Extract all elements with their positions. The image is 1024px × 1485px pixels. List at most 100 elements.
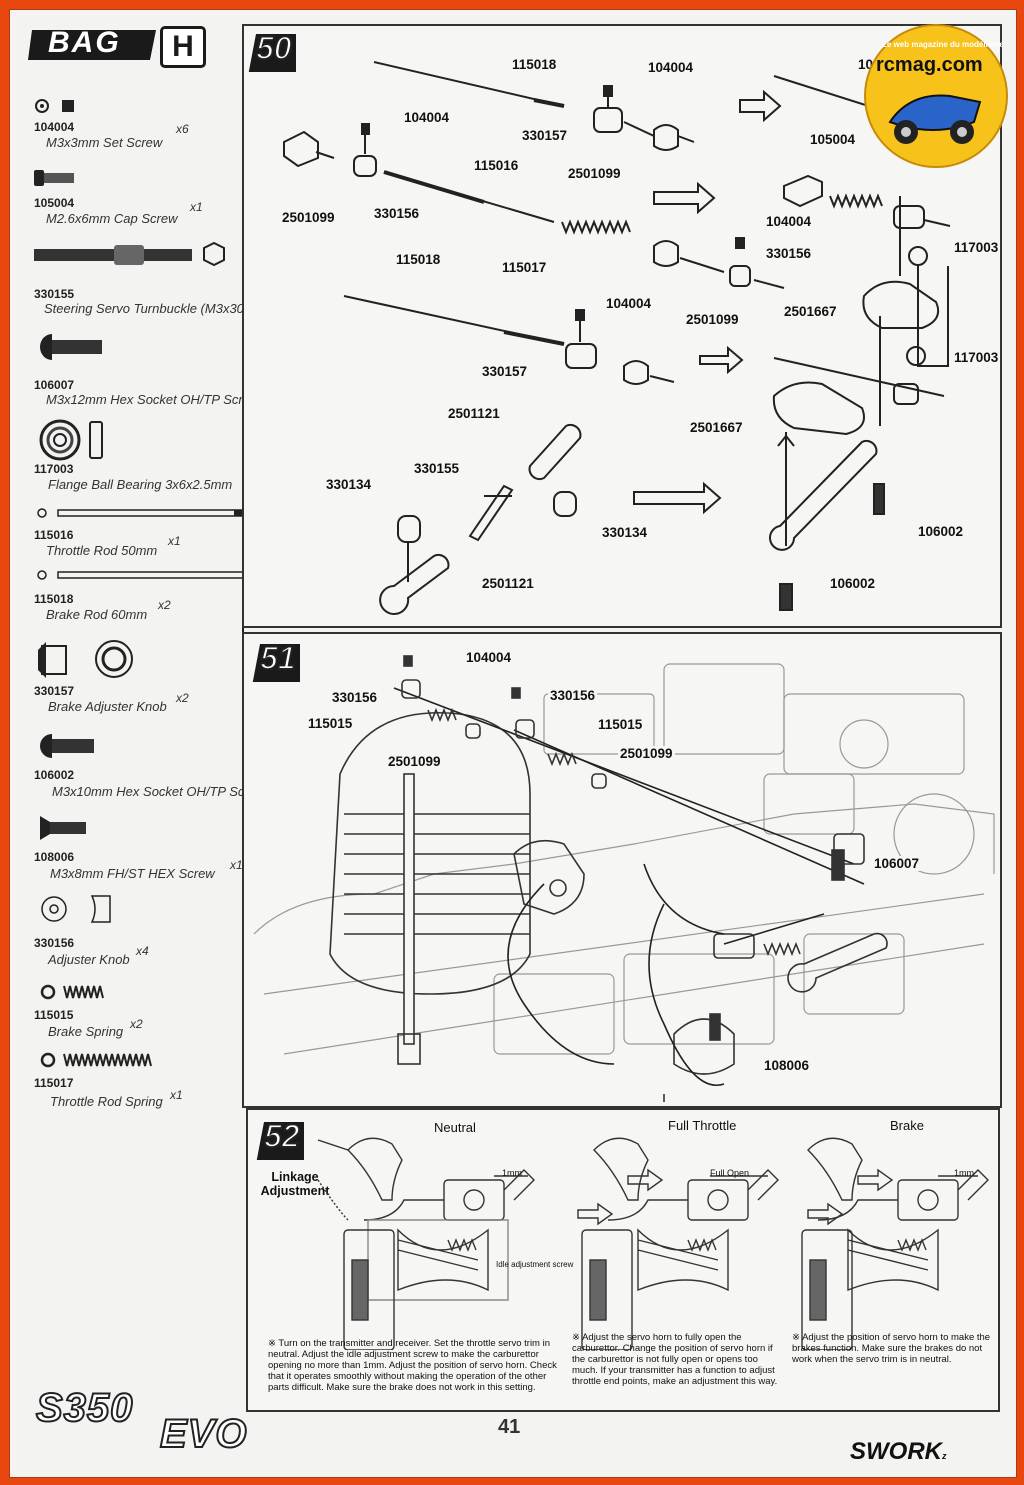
adjuster-knob-icon	[41, 895, 111, 923]
brand-logo-suffix: z	[942, 1451, 947, 1461]
callout-label: 330157	[520, 128, 570, 143]
callout-label: 330155	[412, 461, 462, 476]
callout-label: 330156	[372, 206, 422, 221]
callout-label: 2501667	[782, 304, 839, 319]
bag-label: BAG	[48, 26, 121, 59]
part-number: 106002	[34, 768, 75, 782]
watermark-site: rcmag.com	[876, 54, 983, 76]
callout-label: 330156	[330, 690, 380, 705]
part-quantity: x2	[176, 691, 189, 705]
brake-knob-icon	[38, 640, 133, 678]
idle-screw-label: Idle adjustment screw	[496, 1260, 574, 1269]
part-number: 117003	[34, 462, 74, 476]
part-number: 104004	[34, 120, 75, 134]
callout-label: 104004	[604, 296, 654, 311]
callout-label: 330134	[324, 477, 374, 492]
model-name-part-2: EVO	[159, 1411, 248, 1457]
part-number: 115015	[34, 1008, 74, 1022]
callout-label: 115015	[596, 717, 645, 732]
step-52-title: Linkage Adjustment	[260, 1170, 330, 1198]
bearing-icon	[39, 419, 103, 461]
bag-header-stripes	[28, 30, 156, 60]
callout-label: 115015	[306, 716, 355, 731]
callout-label: 106007	[872, 856, 922, 871]
callout-label: 104004	[464, 650, 514, 665]
part-description: M3x12mm Hex Socket OH/TP Screw(HT)	[46, 392, 286, 407]
part-quantity: x2	[158, 598, 171, 612]
part-number: 115017	[34, 1076, 74, 1090]
part-number: 115016	[34, 528, 74, 542]
callout-label: 330156	[548, 688, 598, 703]
callout-label: 115018	[394, 252, 443, 267]
callout-label: 115017	[500, 260, 549, 275]
hex-screw-short-icon	[40, 734, 94, 758]
step-51-diagram	[253, 655, 995, 1102]
part-description: Throttle Rod Spring	[50, 1094, 163, 1109]
callout-label: 2501099	[566, 166, 623, 181]
callout-label: 117003	[952, 240, 1001, 255]
hex-screw-icon	[40, 334, 102, 360]
step-52-diagrams	[317, 1137, 989, 1350]
callout-label: 105004	[808, 132, 858, 147]
callout-label: 2501121	[446, 406, 502, 421]
part-quantity: x4	[136, 944, 149, 958]
callout-label: 104004	[764, 214, 814, 229]
flat-head-screw-icon	[40, 816, 86, 840]
page-number: 41	[498, 1416, 521, 1438]
callout-label: 330156	[764, 246, 814, 261]
part-description: Steering Servo Turnbuckle (M3x30mm)	[44, 301, 270, 316]
part-number: 330157	[34, 684, 75, 698]
part-description: Adjuster Knob	[48, 952, 130, 967]
column-title-brake: Brake	[890, 1118, 924, 1133]
part-quantity: x1	[230, 858, 243, 872]
dimension-label: 1mm	[502, 1168, 522, 1178]
throttle-rod-icon	[37, 508, 259, 518]
part-description: M2.6x6mm Cap Screw	[46, 211, 178, 226]
part-description: Throttle Rod 50mm	[46, 543, 158, 558]
callout-label: 104004	[402, 110, 452, 125]
part-number: 106007	[34, 378, 75, 392]
callout-label: 104004	[646, 60, 696, 75]
brand-logo-text: SWORK	[850, 1438, 942, 1465]
part-quantity: x1	[168, 534, 181, 548]
bag-letter: H	[160, 26, 206, 68]
instruction-full-throttle: ※ Adjust the servo horn to fully open th…	[572, 1332, 778, 1387]
callout-label: 2501099	[618, 746, 675, 761]
callout-label: 117003	[952, 350, 1001, 365]
brand-logo: SWORKz	[850, 1438, 947, 1466]
callout-label: 330134	[600, 525, 650, 540]
part-number: 115018	[34, 592, 74, 606]
instruction-brake: ※ Adjust the position of servo horn to m…	[792, 1332, 991, 1365]
dimension-label: Full Open	[710, 1168, 750, 1178]
watermark-tagline: Le web magazine du modélisme	[882, 40, 1004, 49]
set-screw-icon	[35, 99, 74, 113]
turnbuckle-icon	[34, 241, 225, 267]
bag-header: BAG H	[28, 26, 206, 68]
step-50-diagram	[283, 61, 951, 615]
column-title-full-throttle: Full Throttle	[668, 1118, 737, 1133]
part-quantity: x1	[190, 200, 203, 214]
part-quantity: x2	[130, 1017, 143, 1031]
part-quantity: x1	[170, 1088, 183, 1102]
step-51-number: 51	[259, 639, 297, 677]
callout-label: 108006	[762, 1058, 812, 1073]
callout-label: 2501099	[280, 210, 337, 225]
callout-label: 2501099	[386, 754, 443, 769]
part-description: M3x3mm Set Screw	[46, 135, 163, 150]
part-quantity: x6	[176, 122, 189, 136]
dimension-label: 1mm	[954, 1168, 974, 1178]
callout-label: 2501099	[684, 312, 741, 327]
callout-label: 2501121	[480, 576, 536, 591]
step-50-number: 50	[255, 29, 293, 67]
part-number: 105004	[34, 196, 75, 210]
part-number: 330156	[34, 936, 75, 950]
callout-label: 115016	[472, 158, 521, 173]
callout-label: 106002	[916, 524, 966, 539]
callout-label: 106002	[828, 576, 878, 591]
instruction-neutral: ※ Turn on the transmitter and receiver. …	[268, 1338, 557, 1393]
step-51-badge	[252, 644, 300, 682]
brake-spring-icon	[40, 984, 104, 1000]
watermark-car-icon	[888, 94, 982, 144]
part-description: Brake Spring	[48, 1024, 124, 1039]
callout-label: 2501667	[688, 420, 745, 435]
